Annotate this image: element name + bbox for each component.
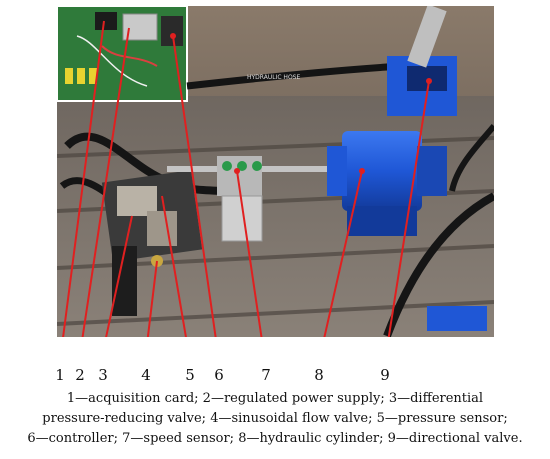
caption-line-3: 6—controller; 7—speed sensor; 8—hydrauli… bbox=[27, 431, 523, 446]
callout-6: 6 bbox=[214, 366, 224, 384]
speed-sensor bbox=[217, 156, 263, 242]
hose-print: HYDRAULIC HOSE bbox=[247, 74, 300, 81]
callout-8: 8 bbox=[314, 366, 324, 384]
callout-5: 5 bbox=[185, 366, 195, 384]
directional-valve bbox=[387, 6, 457, 116]
callout-1: 1 bbox=[55, 366, 65, 384]
inset-photo bbox=[57, 6, 188, 102]
shaft bbox=[167, 166, 367, 172]
callout-lines bbox=[62, 20, 430, 337]
callout-9: 9 bbox=[380, 366, 390, 384]
test-bench-photo: HYDRAULIC HOSE bbox=[57, 6, 494, 337]
caption-line-2: pressure-reducing valve; 4—sinusoidal fl… bbox=[42, 411, 508, 426]
hydraulic-cylinder bbox=[327, 131, 447, 236]
caption-line-1: 1—acquisition card; 2—regulated power su… bbox=[66, 391, 484, 406]
controller-box bbox=[161, 16, 183, 46]
callout-2: 2 bbox=[75, 366, 85, 384]
acquisition-card bbox=[95, 12, 117, 30]
callout-4: 4 bbox=[141, 366, 151, 384]
figure-caption: 1—acquisition card; 2—regulated power su… bbox=[0, 389, 550, 449]
callout-7: 7 bbox=[261, 366, 271, 384]
callout-3: 3 bbox=[98, 366, 108, 384]
